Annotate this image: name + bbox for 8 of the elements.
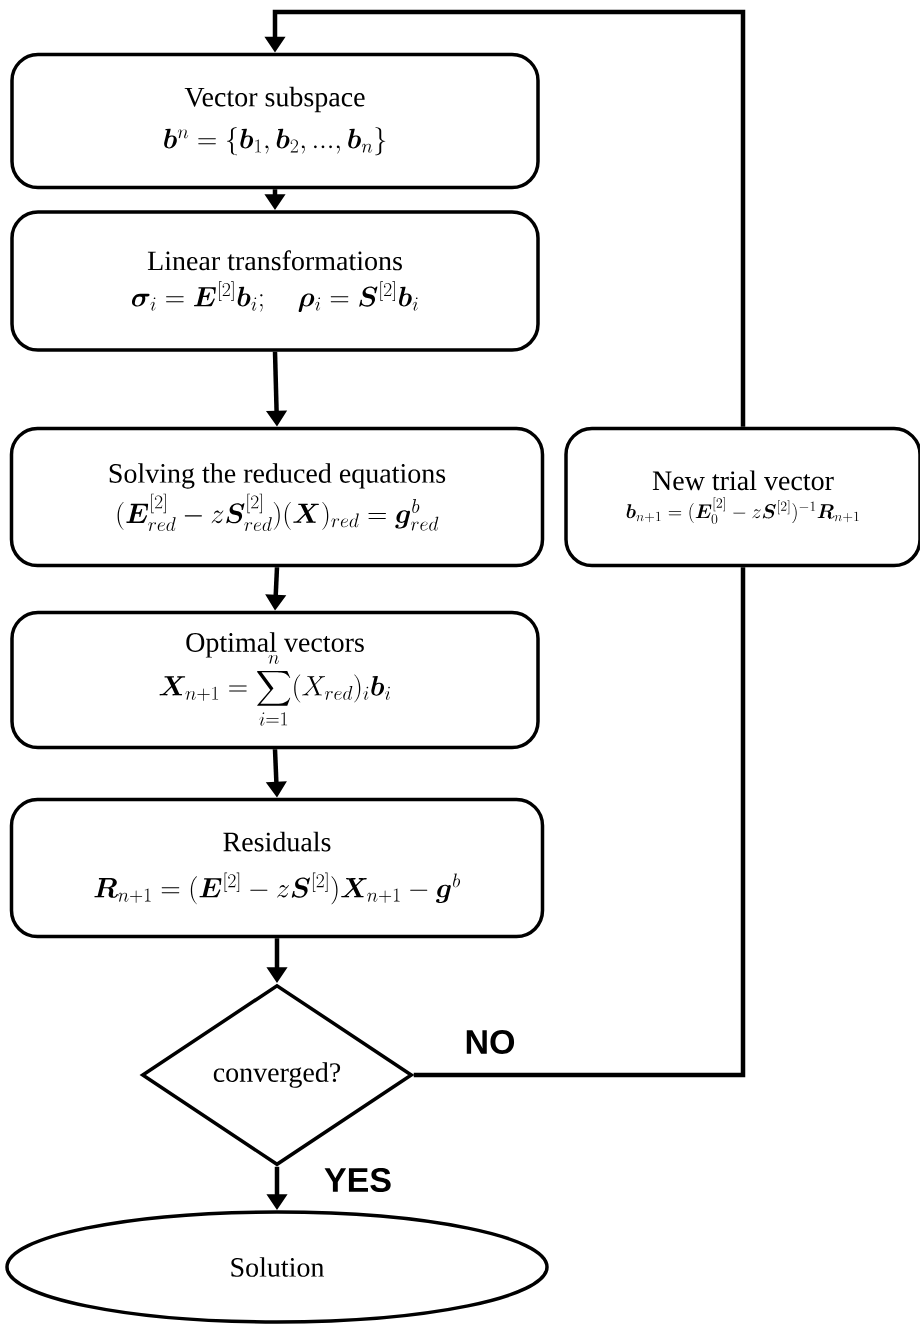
- process-box: Solving the reduced equations $(\boldsymbol{E}^{[2]}_{red}-z\boldsymbol{S}^{[2]}_{red})(\boldsymbol{X})_{red}=\boldsymbol{g}^{b}_{red}$: [9, 426, 545, 568]
- edge-label: NO: [463, 1028, 517, 1056]
- process-box: Vector subspace $\boldsymbol{b}^n=\{\boldsymbol{b}_1,\boldsymbol{b}_2,...,\boldsymbol{b}_n\}$: [10, 52, 540, 190]
- process-box: New trial vector $\boldsymbol{b}_{n+1}=(\boldsymbol{E}^{[2]}_0-z\boldsymbol{S}^{[2]})^{-1}\boldsymbol{R}_{n+1}$: [564, 426, 920, 568]
- edge-label: YES: [323, 1166, 393, 1194]
- process-box: Residuals $\boldsymbol{R}_{n+1}=(\boldsymbol{E}^{[2]}-z\boldsymbol{S}^{[2]})\boldsymbol{X}_{n+1}-\boldsymbol{g}^b$: [9, 797, 545, 939]
- process-box: Linear transformations $\boldsymbol{\sigma}_i=\boldsymbol{E}^{[2]}\boldsymbol{b}_i;\quad\boldsymbol{\rho}_i=\boldsymbol{S}^{[2]}\boldsymbol{b}_i$: [10, 210, 540, 352]
- process-box: Optimal vectors $\boldsymbol{X}_{n+1}=\sum_{i=1}^{n}(X_{red})_i\boldsymbol{b}_i$: [10, 610, 540, 750]
